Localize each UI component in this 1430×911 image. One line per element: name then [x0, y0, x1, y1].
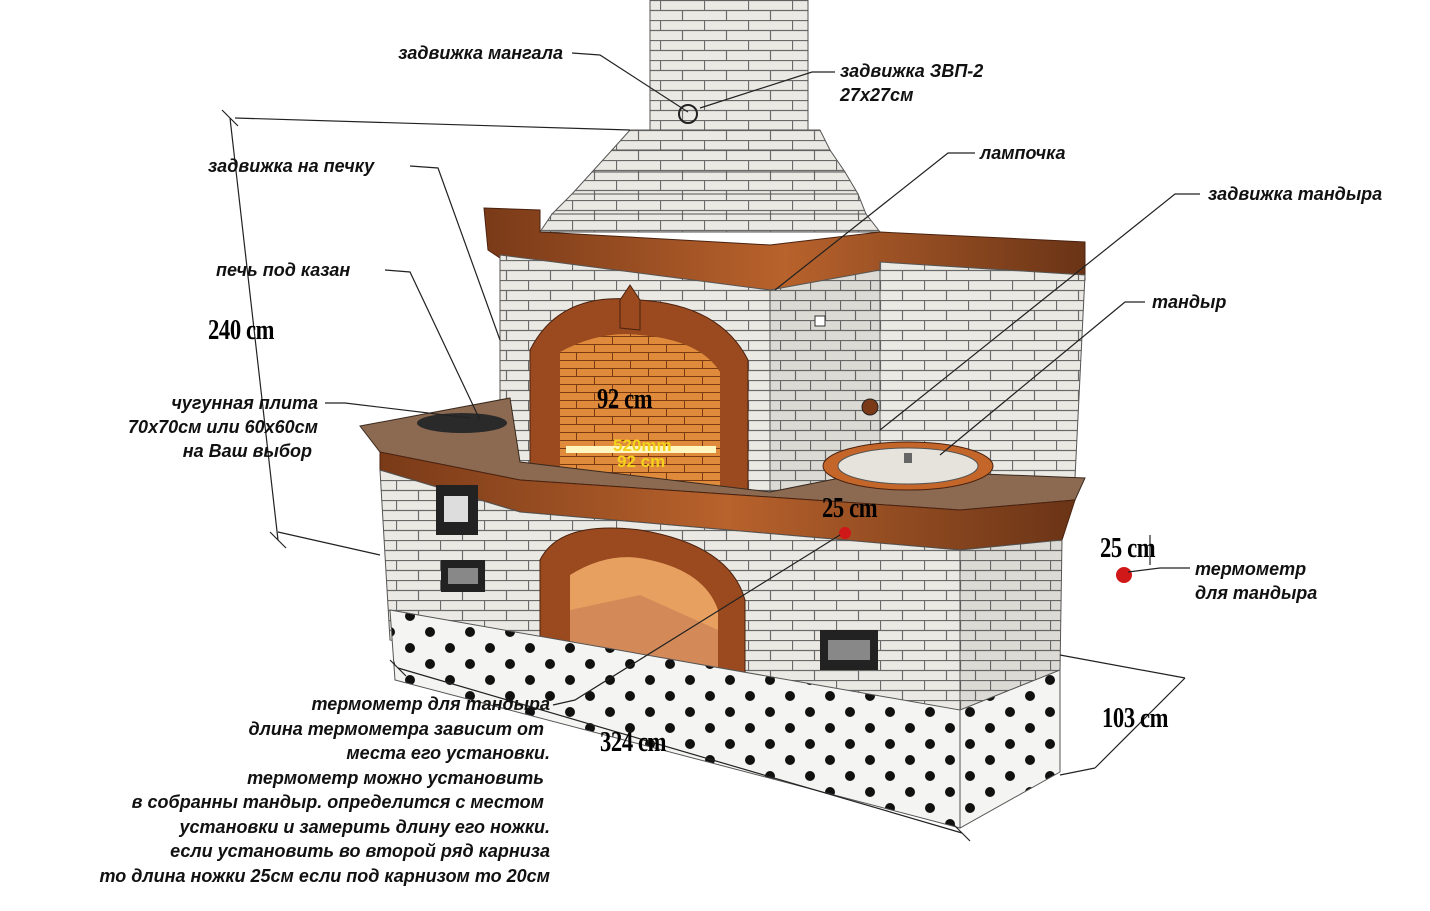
note-line: термометр можно установить	[247, 767, 544, 788]
dim-length: 324 cm	[600, 726, 667, 758]
label-cast-iron-3: на Ваш выбор	[182, 441, 312, 461]
lamp	[814, 315, 826, 327]
label-tandoor-damper: задвижка тандыра	[1208, 184, 1383, 204]
note-line: если установить во второй ряд карниза	[170, 841, 550, 861]
tandoor-lid-handle	[904, 453, 912, 463]
plinth	[389, 609, 1061, 829]
leader-lines	[221, 52, 1200, 842]
label-stove-damper: задвижка на печку	[208, 156, 375, 176]
label-thermo-1: термометр	[1195, 559, 1307, 579]
mangal-damper-handle	[678, 104, 698, 124]
dim-arch-width: 92 cm	[597, 383, 653, 415]
note-line: термометр для тандыра	[311, 694, 551, 714]
chimney	[539, 0, 882, 233]
note-line: длина термометра зависит от	[248, 718, 544, 739]
label-cast-iron-1: чугунная плита	[171, 393, 318, 413]
label-cast-iron-2: 70x70см или 60x60см	[128, 417, 318, 437]
note-line: в собранны тандыр. определится с местом	[131, 792, 544, 812]
countertop	[359, 397, 1086, 551]
tandoor-damper-handle	[861, 398, 879, 416]
label-kazan-stove: печь под казан	[216, 260, 351, 280]
dim-depth: 103 cm	[1102, 702, 1169, 734]
tandoor-lid	[837, 447, 979, 485]
dim-thermo-side: 25 cm	[1100, 532, 1156, 564]
label-zvp-damper: задвижка ЗВП-2	[840, 61, 984, 81]
label-mangal-damper: задвижка мангала	[398, 43, 563, 63]
thermometer-front	[839, 527, 851, 539]
label-tandoor: тандыр	[1152, 292, 1227, 312]
dim-height: 240 cm	[208, 314, 275, 346]
cast-iron-plate	[417, 413, 507, 433]
oven-arch	[529, 284, 749, 496]
dim-grate-mm: 520mm	[613, 436, 672, 455]
thermometer-side	[1116, 567, 1132, 583]
dim-grate-cm: 92 cm	[617, 452, 666, 471]
note-line: места его установки.	[346, 743, 550, 763]
label-thermo-2: для тандыра	[1195, 583, 1318, 603]
dim-thermo-front: 25 cm	[822, 492, 878, 524]
note-line: установки и замерить длину его ножки.	[179, 816, 550, 837]
label-lamp: лампочка	[980, 143, 1066, 163]
thermometer-note: термометр для тандыра длина термометра з…	[20, 692, 550, 888]
note-line: то длина ножки 25см если под карнизом то…	[99, 865, 550, 886]
label-zvp-size: 27x27см	[840, 85, 914, 105]
